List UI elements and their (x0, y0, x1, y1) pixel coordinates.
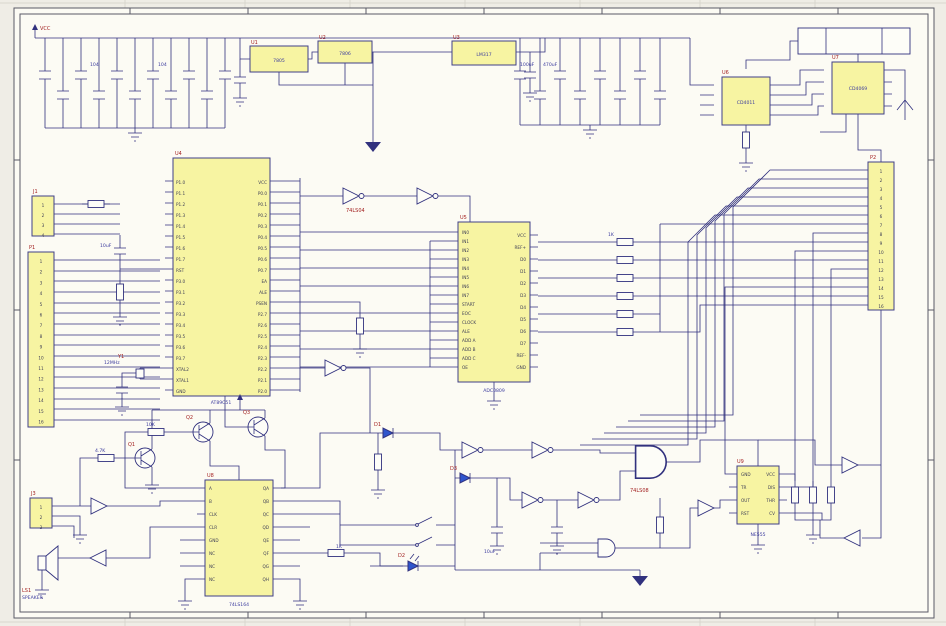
switch-contact (415, 523, 419, 527)
cap-value: 470uF (543, 62, 558, 68)
ref-u6: U6 (722, 70, 729, 76)
value-c-buck: 100uF (520, 62, 535, 68)
value-u4: AT89C51 (211, 400, 232, 406)
ic-u4-mcu (172, 157, 271, 397)
connector-p2 (867, 161, 895, 311)
crystal-y1 (135, 368, 145, 379)
mid-gate-section: 74LS04 (300, 187, 471, 433)
ic-u8 (204, 479, 274, 597)
ref-y1: Y1 (117, 354, 124, 360)
value-u5: ADC0809 (483, 388, 505, 394)
and-gate-large (634, 444, 668, 480)
ref-j3: J3 (30, 491, 36, 497)
and-gate (597, 538, 616, 558)
ref-q3: Q3 (243, 410, 250, 416)
ref-p2: P2 (870, 155, 876, 161)
ref-ls1: LS1 (22, 588, 31, 594)
ref-u2: U2 (319, 35, 326, 41)
top-right-section: U6 CD4011 U7 CD4069 (689, 27, 914, 172)
value-c-filter: 10uF (100, 243, 112, 249)
regulator-u1 (249, 45, 309, 73)
resistor-column: 1K (608, 224, 661, 336)
regulator-u2 (317, 40, 373, 64)
ref-u9: U9 (737, 459, 744, 465)
ref-u3: U3 (453, 35, 460, 41)
crystal-block (797, 27, 911, 55)
ref-u4: U4 (175, 151, 182, 157)
capacitor-bank-left: 104 104 (39, 38, 231, 142)
value-y1: 12MHz (104, 360, 120, 366)
ic-u9 (736, 465, 780, 525)
vcc-arrow-icon (237, 394, 243, 400)
ref-d1: D1 (374, 422, 381, 428)
ref-u8: U8 (207, 473, 214, 479)
ref-q1: Q1 (128, 442, 135, 448)
ref-d3: D3 (450, 466, 457, 472)
ref-u7: U7 (832, 55, 839, 61)
vcc-label: VCC (40, 26, 51, 32)
ref-q2: Q2 (186, 415, 193, 421)
speaker-icon (37, 555, 47, 571)
inverter-label: 74LS04 (346, 208, 365, 214)
value-u8: 74LS164 (229, 602, 249, 608)
ref-u1: U1 (251, 40, 258, 46)
connector-p1 (27, 251, 55, 428)
value-u1: 7805 (273, 58, 285, 64)
value-r-led: 1K (608, 232, 615, 238)
value-u3: LM317 (476, 52, 491, 58)
vcc-arrow-icon (32, 24, 38, 30)
connector-j3 (29, 497, 53, 529)
switch-contact (415, 543, 419, 547)
ref-j1: J1 (32, 189, 38, 195)
value-r-led2: 1K (336, 544, 343, 550)
ic-u5-adc (457, 221, 531, 383)
value-u6: CD4011 (737, 100, 756, 106)
value-u2: 7806 (339, 51, 351, 57)
regulator-section: U1 7805 U2 7806 U3 LM317 (232, 35, 546, 153)
regulator-u3 (451, 40, 517, 66)
bottom-center-section: D1 D2 1K D3 10uF 100uF (336, 62, 698, 587)
connector-j1 (31, 195, 55, 237)
capacitor-bank-right: 470uF (514, 38, 666, 139)
ic-u6 (721, 76, 771, 126)
value-r-base: 4.7K (95, 448, 106, 454)
value-r-pull: 10K (146, 422, 156, 428)
value-c-filter2: 10uF (484, 549, 496, 555)
and-label: 74LS08 (630, 488, 649, 494)
cap-value: 104 (158, 62, 167, 68)
value-u9: NE555 (750, 532, 765, 538)
value-u7: CD4069 (849, 86, 868, 92)
ref-u5: U5 (460, 215, 467, 221)
ref-d2: D2 (398, 553, 405, 559)
power-rail-section: VCC 104 104 470uF (32, 24, 690, 142)
speaker-cone-icon (45, 545, 59, 581)
cap-value: 104 (90, 62, 99, 68)
value-ls1: SPEAKER (22, 595, 44, 601)
ic-u7 (831, 61, 885, 115)
ref-p1: P1 (29, 245, 35, 251)
